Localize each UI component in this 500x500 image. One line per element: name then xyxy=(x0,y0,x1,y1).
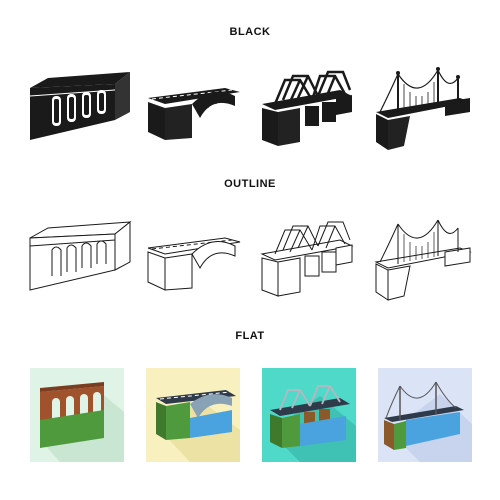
black-aqueduct-bridge-icon xyxy=(29,72,130,140)
black-suspension-bridge-icon xyxy=(376,67,470,150)
black-truss-bridge-icon xyxy=(262,70,352,146)
flat-arch-bridge-icon xyxy=(146,368,240,462)
flat-aqueduct-bridge-icon xyxy=(30,368,124,462)
section-title-black: BLACK xyxy=(229,26,271,38)
outline-arch-bridge-icon xyxy=(147,237,241,291)
section-title-outline: OUTLINE xyxy=(224,178,276,190)
outline-suspension-bridge-icon xyxy=(374,219,472,301)
outline-aqueduct-bridge-icon xyxy=(29,220,132,291)
section-title-flat: FLAT xyxy=(235,330,265,342)
outline-truss-bridge-icon xyxy=(260,221,354,297)
flat-suspension-bridge-icon xyxy=(378,368,472,462)
flat-truss-bridge-icon xyxy=(262,368,356,462)
black-arch-bridge-icon xyxy=(148,88,240,140)
